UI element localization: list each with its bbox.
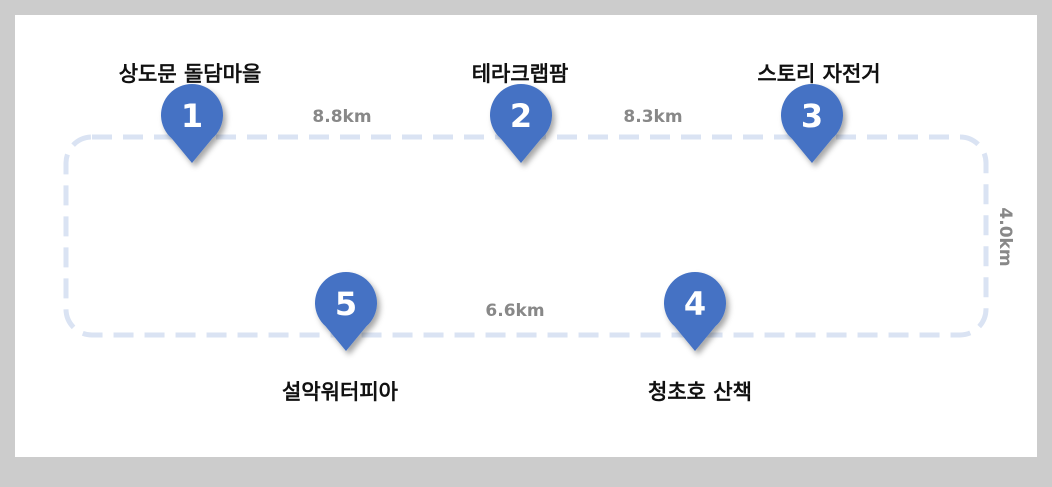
map-pin-number: 5 bbox=[335, 285, 357, 323]
map-pin-2: 2 bbox=[490, 83, 553, 163]
map-pin-shape bbox=[315, 271, 378, 351]
distance-label-4-5: 6.6km bbox=[485, 301, 545, 321]
distance-label-3-4: 4.0km bbox=[995, 207, 1015, 267]
stop-label-3: 스토리 자전거 bbox=[757, 62, 881, 86]
map-pin-3: 3 bbox=[781, 83, 843, 163]
map-pin-number: 1 bbox=[181, 97, 203, 135]
map-pin-number: 4 bbox=[684, 285, 706, 323]
map-canvas: 1 2 3 4 5 상도문 돌담마을 테라크랩팜 스토리 자전거 청초호 산책 설악워터… bbox=[15, 15, 1037, 457]
map-pin-number: 2 bbox=[510, 97, 532, 135]
stop-label-1: 상도문 돌담마을 bbox=[118, 62, 262, 86]
distance-label-2-3: 8.3km bbox=[623, 107, 683, 127]
route-graphic: 1 2 3 4 5 bbox=[63, 83, 989, 351]
stop-label-4: 청초호 산책 bbox=[648, 380, 752, 404]
map-pin-number: 3 bbox=[801, 97, 823, 135]
map-pin-shape bbox=[781, 83, 843, 163]
map-pin-1: 1 bbox=[161, 83, 223, 163]
distance-label-1-2: 8.8km bbox=[312, 107, 372, 127]
map-pin-shape bbox=[161, 83, 223, 163]
map-pin-5: 5 bbox=[315, 271, 378, 351]
stop-label-2: 테라크랩팜 bbox=[471, 62, 569, 86]
stop-label-5: 설악워터피아 bbox=[282, 380, 398, 404]
route-markers: 1 2 3 4 5 bbox=[161, 83, 843, 351]
map-pin-4: 4 bbox=[664, 272, 726, 351]
map-pin-shape bbox=[664, 272, 726, 351]
map-pin-shape bbox=[490, 83, 553, 163]
